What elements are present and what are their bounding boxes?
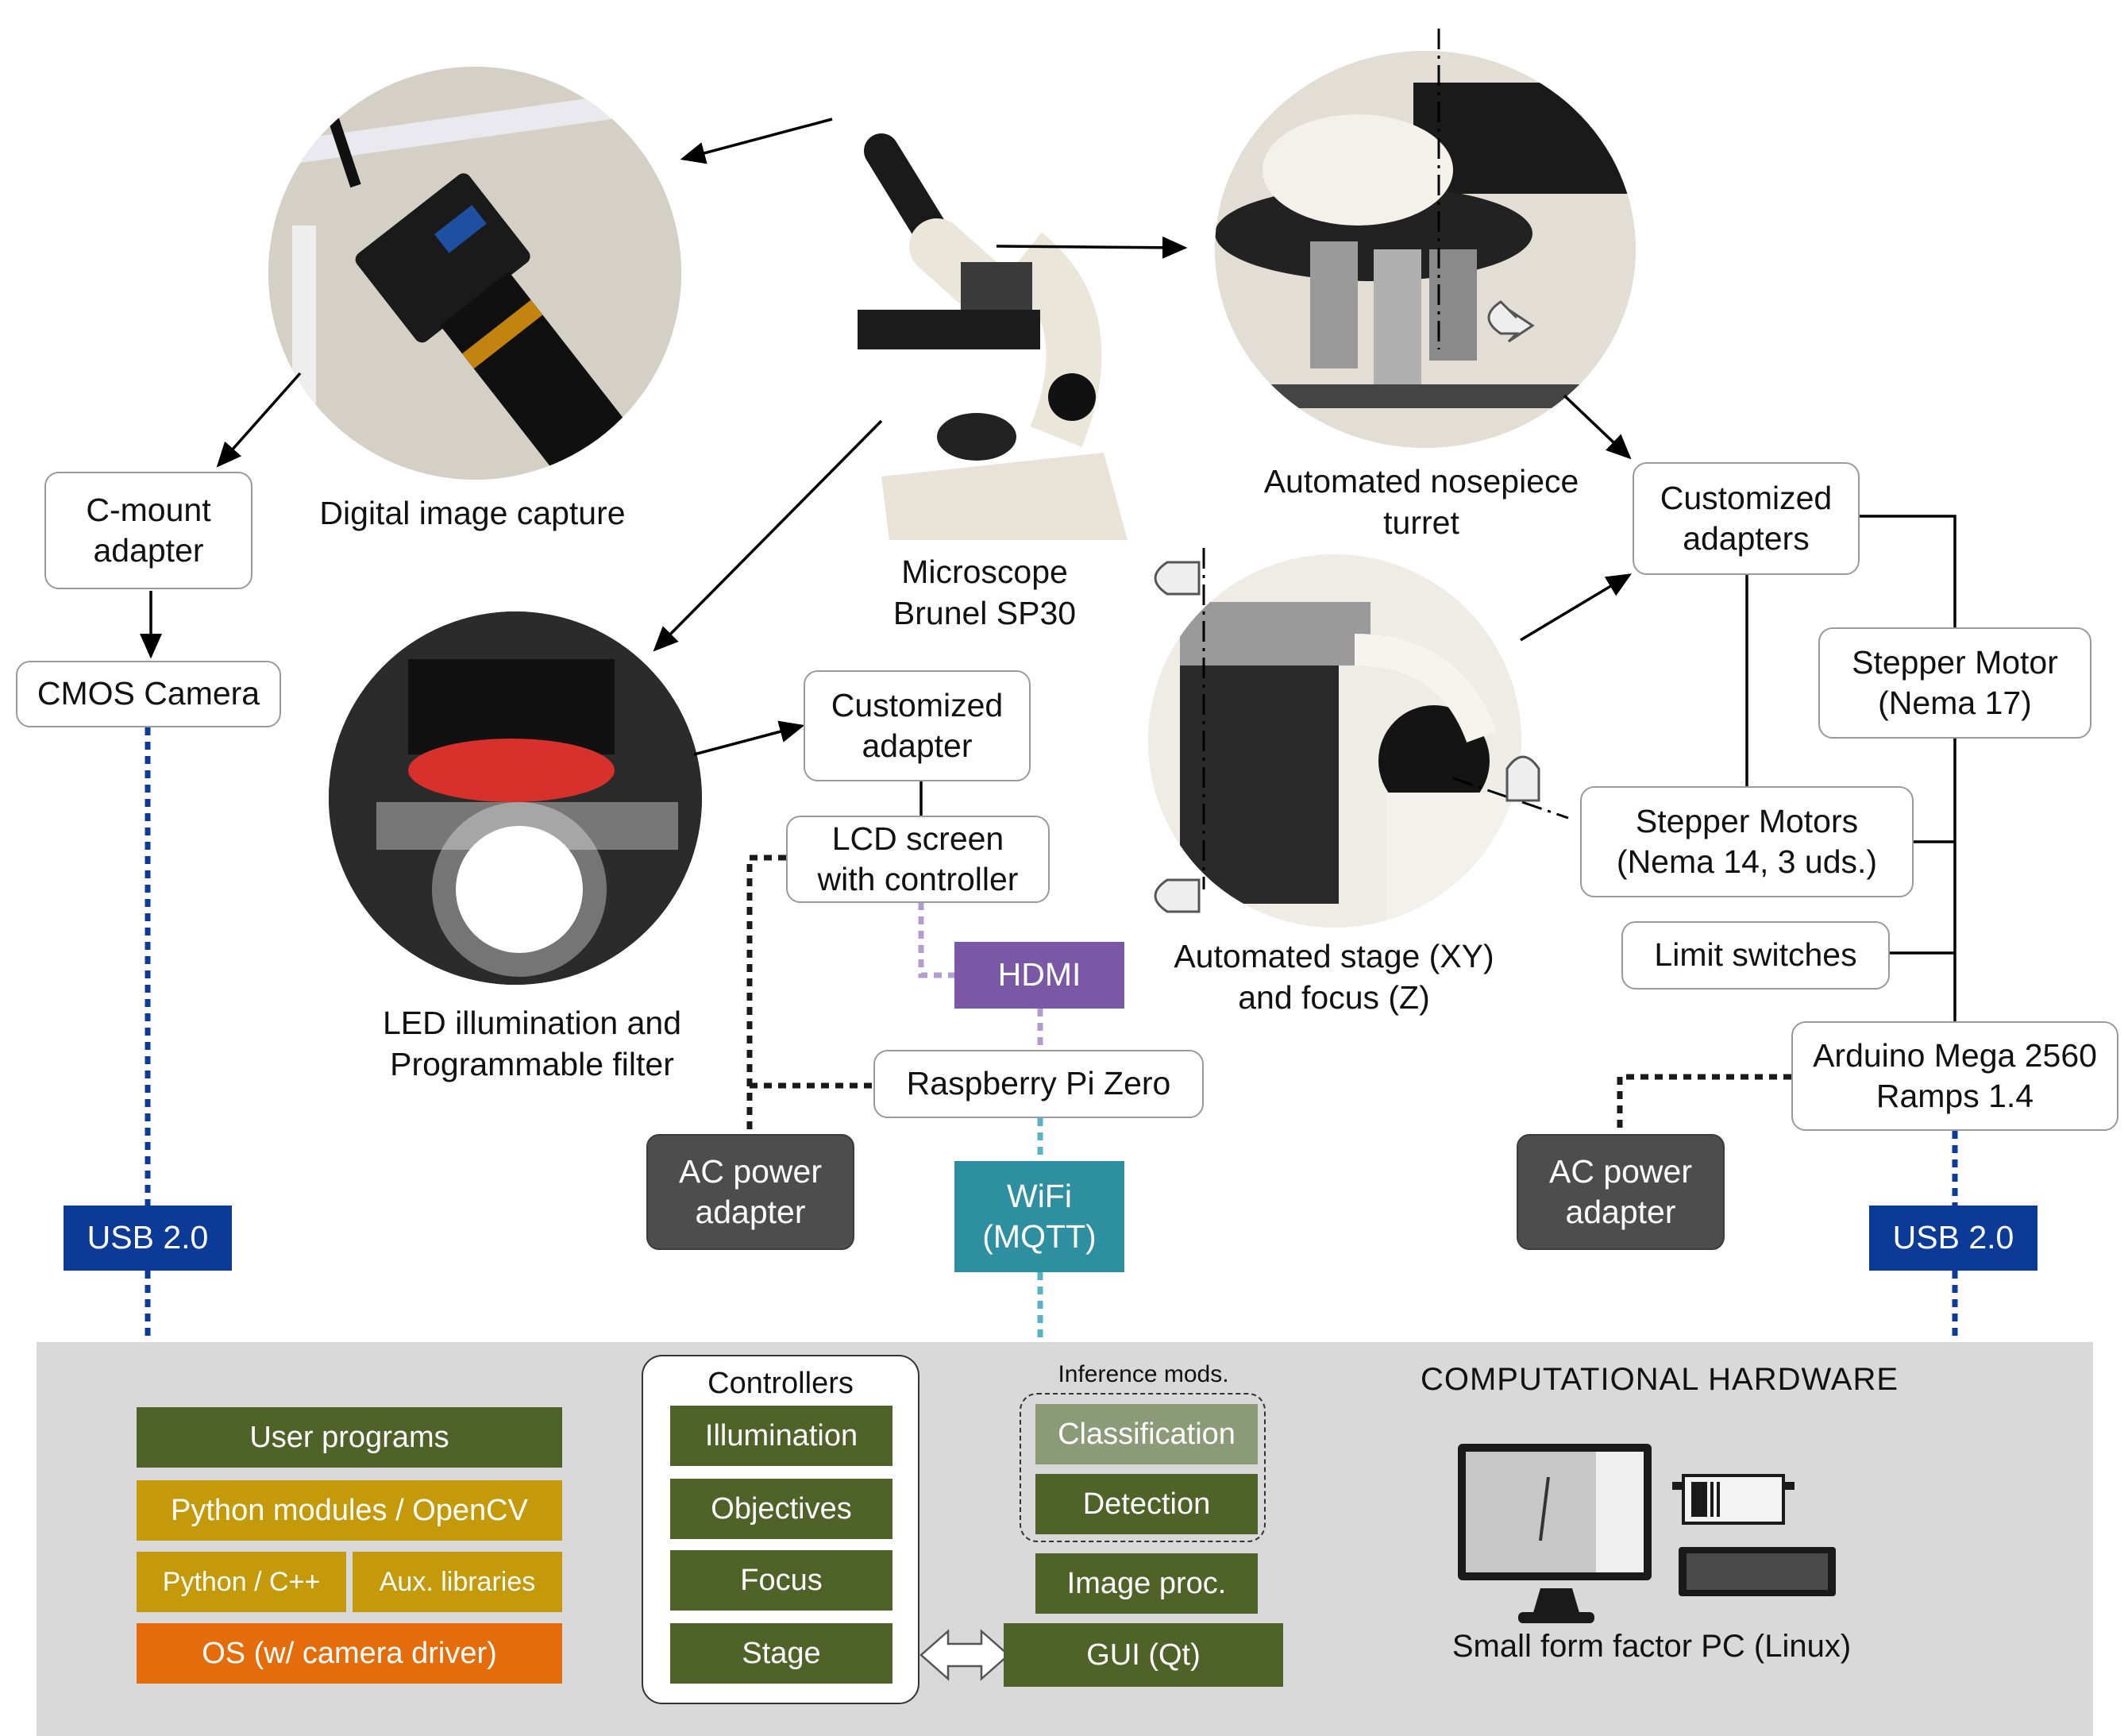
lcd-screen-box: LCD screen with controller xyxy=(786,816,1050,903)
usb-right-badge: USB 2.0 xyxy=(1869,1206,2037,1271)
inference-title: Inference mods. xyxy=(1058,1361,1229,1387)
customized-adapter-box: Customized adapter xyxy=(804,670,1031,781)
detection-block: Detection xyxy=(1035,1474,1258,1534)
camera-photo xyxy=(268,67,681,480)
user-programs-block: User programs xyxy=(137,1407,562,1468)
microscope-label: Microscope Brunel SP30 xyxy=(892,554,1077,632)
controllers-title: Controllers xyxy=(707,1367,854,1400)
microscope-photo xyxy=(842,95,1143,540)
stepper17-box: Stepper Motor (Nema 17) xyxy=(1818,627,2091,739)
controller-stage: Stage xyxy=(670,1623,892,1684)
stage-photo xyxy=(1148,554,1521,928)
computational-hardware-title: COMPUTATIONAL HARDWARE xyxy=(1420,1362,1899,1397)
os-block: OS (w/ camera driver) xyxy=(137,1623,562,1684)
controller-focus: Focus xyxy=(670,1550,892,1611)
hdmi-badge: HDMI xyxy=(954,942,1124,1009)
stepper14-box: Stepper Motors (Nema 14, 3 uds.) xyxy=(1580,786,1914,897)
customized-adapters-box: Customized adapters xyxy=(1633,462,1860,575)
cmos-camera-box: CMOS Camera xyxy=(16,661,281,727)
digital-capture-label: Digital image capture xyxy=(319,495,626,531)
raspberry-pi-box: Raspberry Pi Zero xyxy=(873,1050,1204,1118)
usb-left-badge: USB 2.0 xyxy=(64,1206,232,1271)
wifi-badge: WiFi (MQTT) xyxy=(954,1161,1124,1272)
ac-power-center-box: AC power adapter xyxy=(646,1134,854,1250)
arduino-box: Arduino Mega 2560 Ramps 1.4 xyxy=(1791,1021,2118,1131)
gui-block: GUI (Qt) xyxy=(1004,1623,1283,1687)
stage-label: Automated stage (XY) and focus (Z) xyxy=(1174,938,1494,1017)
nosepiece-label: Automated nosepiece turret xyxy=(1263,463,1579,542)
led-photo xyxy=(329,611,702,985)
limit-switches-box: Limit switches xyxy=(1621,921,1890,990)
controller-illumination: Illumination xyxy=(670,1406,892,1466)
aux-libraries-block: Aux. libraries xyxy=(353,1552,562,1612)
python-modules-block: Python modules / OpenCV xyxy=(137,1480,562,1541)
led-label: LED illumination and Programmable filter xyxy=(382,1005,682,1083)
controller-objectives: Objectives xyxy=(670,1479,892,1539)
python-cpp-block: Python / C++ xyxy=(137,1552,346,1612)
ac-power-right-box: AC power adapter xyxy=(1517,1134,1725,1250)
cmount-adapter-box: C-mount adapter xyxy=(44,472,253,589)
pc-label: Small form factor PC (Linux) xyxy=(1451,1629,1852,1664)
classification-block: Classification xyxy=(1035,1404,1258,1464)
inference-group xyxy=(1020,1393,1266,1542)
image-proc-block: Image proc. xyxy=(1035,1553,1258,1614)
nosepiece-photo xyxy=(1215,51,1636,448)
